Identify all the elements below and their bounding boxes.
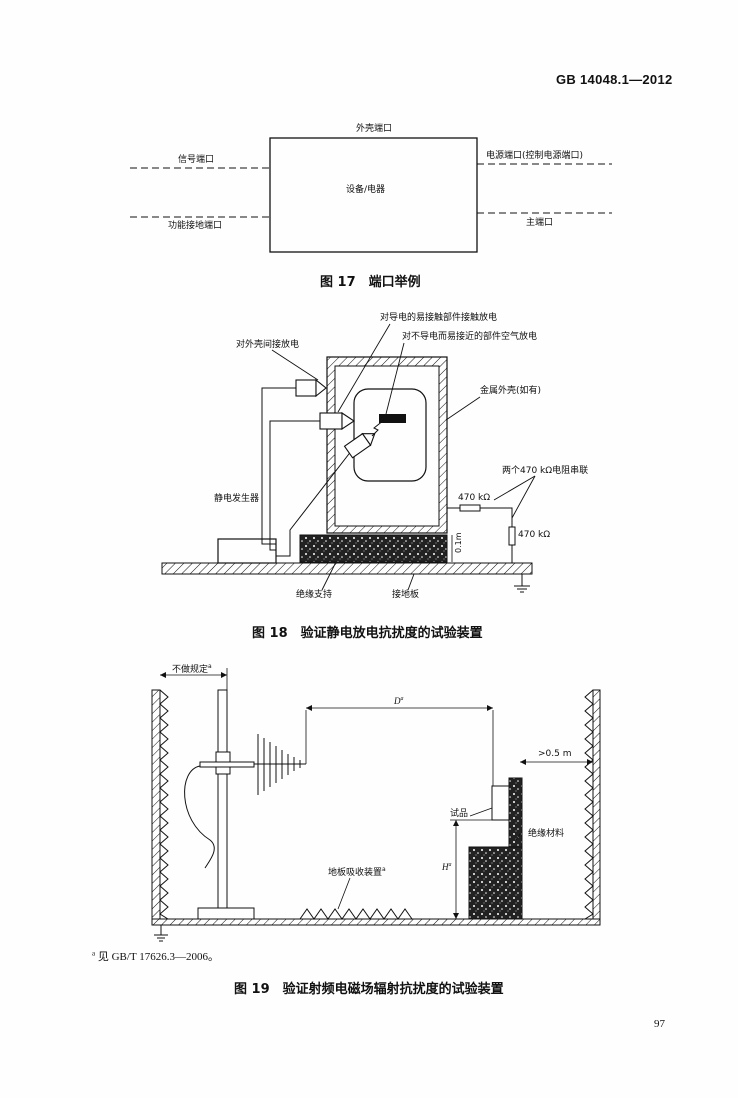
fig18-r1-label: 470 kΩ [458, 493, 491, 503]
fig17-equipment-label: 设备/电器 [346, 185, 386, 195]
fig18-contact-discharge-label: 对导电的易接触部件接触放电 [380, 313, 498, 323]
standard-code: GB 14048.1—2012 [556, 72, 673, 87]
fig18-resistors-label: 两个470 kΩ电阻串联 [502, 466, 589, 476]
fig19-eut-label: 试品 [450, 809, 469, 819]
fig17-top-port-label: 外壳端口 [356, 124, 393, 134]
fig19-caption: 图 19 验证射频电磁场辐射抗扰度的试验装置 [234, 982, 504, 997]
fig18-air-discharge-label: 对不导电而易接近的部件空气放电 [402, 332, 538, 342]
fig19-height-label: Ha [442, 862, 452, 872]
fig19-floor-absorber-label: 地板吸收装置a [328, 866, 386, 878]
fig18-ground-plane-label: 接地板 [392, 590, 420, 600]
fig17-main-port-label: 主端口 [526, 218, 554, 228]
fig17-power-port-label: 电源端口(控制电源端口) [486, 151, 584, 161]
footnote: a 见 GB/T 17626.3—2006。 [92, 949, 219, 963]
fig19-insulation-label: 绝缘材料 [528, 829, 565, 839]
fig18-generator-label: 静电发生器 [214, 494, 260, 504]
fig19-clearance-label: >0.5 m [538, 749, 572, 759]
fig17-ground-port-label: 功能接地端口 [168, 221, 223, 231]
fig17-signal-port-label: 信号端口 [178, 155, 215, 165]
fig19-unspecified-label: 不做规定a [172, 663, 212, 675]
fig19-distance-label: Da [394, 696, 404, 706]
fig18-r2-label: 470 kΩ [518, 530, 551, 540]
page-number: 97 [654, 1018, 665, 1030]
fig18-support-label: 绝缘支持 [296, 590, 333, 600]
fig18-indirect-discharge-label: 对外壳间接放电 [236, 340, 300, 350]
fig18-enclosure-label: 金属外壳(如有) [480, 386, 542, 396]
fig18-caption: 图 18 验证静电放电抗扰度的试验装置 [252, 626, 483, 641]
fig17-caption: 图 17 端口举例 [320, 275, 421, 290]
